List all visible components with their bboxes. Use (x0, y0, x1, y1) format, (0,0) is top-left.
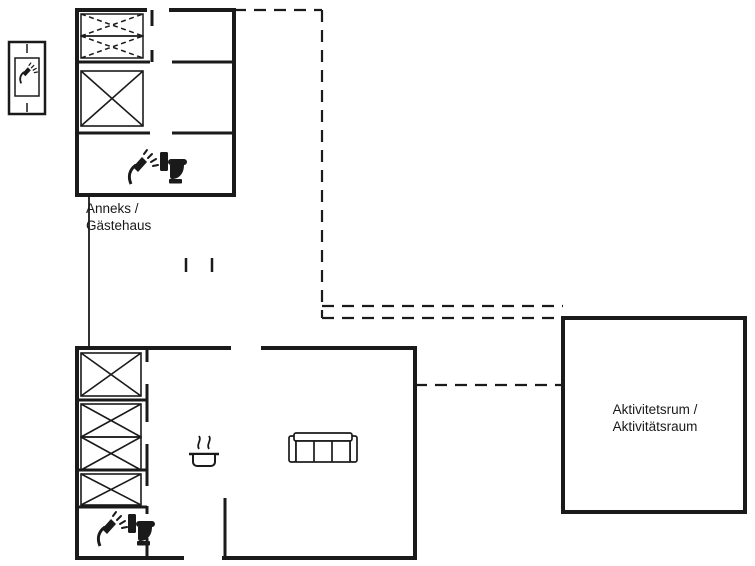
main-house-window-gap (231, 343, 261, 353)
shower-cabin (7, 40, 47, 116)
annex-label-line-2: Gästehaus (86, 218, 152, 233)
bed-icon-4 (80, 473, 142, 506)
cooking-pot-icon (187, 434, 221, 468)
boundary-lines (234, 8, 563, 387)
shower-icon (96, 510, 129, 548)
main-house-building (75, 343, 417, 563)
bunk-bed-icon (80, 13, 144, 59)
annex-window-gap (147, 5, 169, 15)
annex-label-line-1: Anneks / (86, 201, 139, 216)
bed-icon-2 (80, 403, 142, 438)
annex-label: Anneks / Gästehaus (86, 201, 152, 233)
activity-room-label-line-1: Aktivitetsrum / (613, 402, 698, 417)
annex-building (75, 5, 236, 197)
main-house-door-gap (184, 553, 222, 563)
toilet-icon (128, 514, 155, 546)
activity-room-outer-walls (561, 316, 747, 514)
toilet-icon (160, 152, 187, 184)
annex-outer-walls (75, 8, 236, 197)
activity-room-building: Aktivitetsrum / Aktivitätsraum (561, 316, 747, 514)
double-bed-icon (80, 70, 144, 127)
activity-room-label-line-2: Aktivitätsraum (613, 419, 698, 434)
annex-interior-walls (77, 10, 234, 135)
bed-icon-1 (80, 352, 142, 397)
sofa-icon (288, 432, 358, 463)
shower-icon (127, 148, 160, 186)
shower-stall-outline (14, 57, 40, 97)
bed-icon-3 (80, 436, 142, 471)
